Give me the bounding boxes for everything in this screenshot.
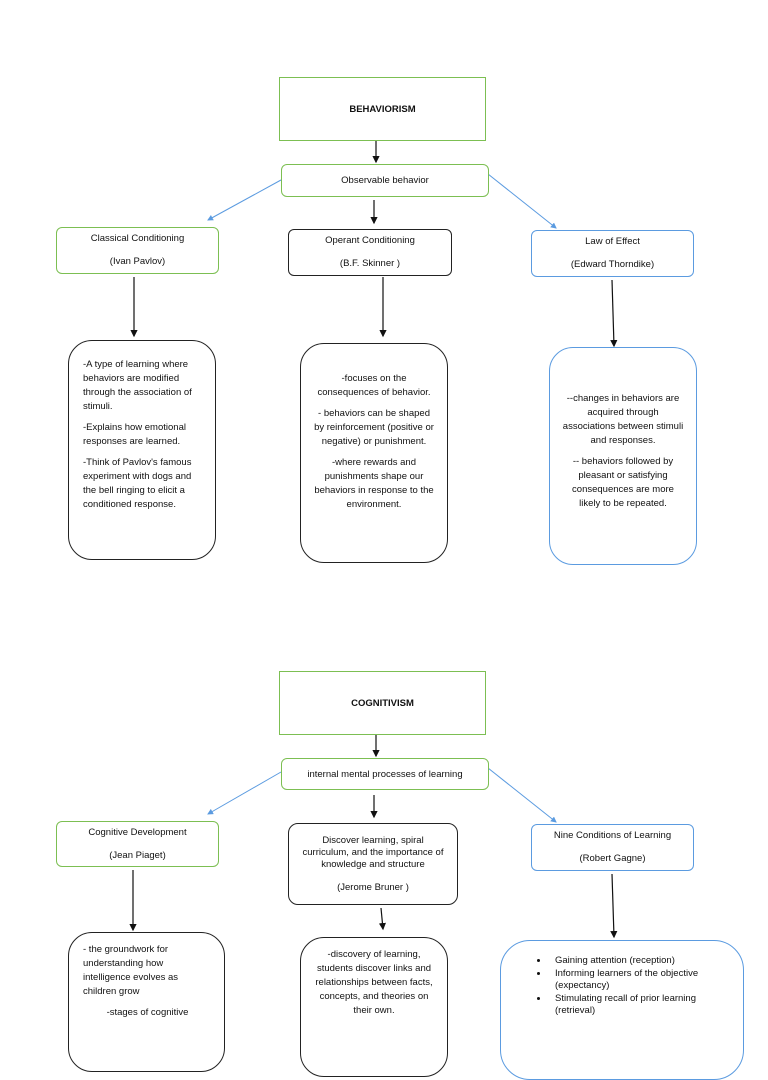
cognitivism-title: COGNITIVISM	[351, 697, 414, 709]
arrow	[378, 907, 387, 931]
point: -- behaviors followed by pleasant or sat…	[572, 456, 674, 509]
law-of-effect-description: --changes in behaviors are acquired thro…	[549, 347, 697, 565]
point: -A type of learning where behaviors are …	[83, 359, 192, 412]
point: -where rewards and punishments shape our…	[314, 457, 434, 510]
arrow	[207, 179, 282, 221]
bruner-box: Discover learning, spiral curriculum, an…	[288, 823, 458, 905]
cognitive-development-box: Cognitive Development (Jean Piaget)	[56, 821, 219, 867]
focus-text: internal mental processes of learning	[307, 768, 463, 780]
list-item: Gaining attention (reception)	[549, 955, 731, 968]
law-of-effect-box: Law of Effect (Edward Thorndike)	[531, 230, 694, 277]
branch-person: (Robert Gagne)	[579, 853, 646, 864]
branch-name: Discover learning, spiral curriculum, an…	[302, 834, 444, 870]
cognitivism-focus-box: internal mental processes of learning	[281, 758, 489, 790]
classical-conditioning-box: Classical Conditioning (Ivan Pavlov)	[56, 227, 219, 274]
branch-person: (Ivan Pavlov)	[109, 256, 166, 267]
arrow	[610, 873, 618, 939]
branch-person: (Jerome Bruner )	[337, 881, 409, 893]
branch-name: Nine Conditions of Learning	[553, 830, 672, 841]
branch-name: Operant Conditioning	[325, 235, 415, 246]
connector-lines	[129, 140, 618, 939]
branch-person: (Edward Thorndike)	[570, 259, 655, 270]
bruner-description: -discovery of learning, students discove…	[300, 937, 448, 1077]
point: -Think of Pavlov's famous experiment wit…	[83, 457, 192, 510]
arrow	[487, 767, 557, 823]
cognitivism-title-box: COGNITIVISM	[279, 671, 486, 735]
arrow	[610, 279, 618, 348]
point: -Explains how emotional responses are le…	[83, 422, 186, 447]
branch-name: Law of Effect	[585, 236, 640, 247]
list-item: Stimulating recall of prior learning (re…	[549, 993, 731, 1018]
cognitive-development-description: - the groundwork for understanding how i…	[68, 932, 225, 1072]
nine-conditions-description: Gaining attention (reception) Informing …	[500, 940, 744, 1080]
branch-person: (B.F. Skinner )	[339, 258, 401, 269]
behaviorism-focus-box: Observable behavior	[281, 164, 489, 197]
arrow	[207, 771, 282, 815]
point: --changes in behaviors are acquired thro…	[562, 393, 684, 446]
list-item: Informing learners of the objective (exp…	[549, 968, 731, 993]
branch-name: Classical Conditioning	[90, 233, 185, 244]
branch-person: (Jean Piaget)	[109, 849, 166, 861]
branch-name: Cognitive Development	[88, 826, 187, 838]
classical-conditioning-description: -A type of learning where behaviors are …	[68, 340, 216, 560]
point: -discovery of learning, students discove…	[315, 949, 433, 1016]
point: -focuses on the consequences of behavior…	[317, 373, 431, 398]
point: -stages of cognitive	[106, 1007, 189, 1018]
focus-text: Observable behavior	[341, 175, 429, 186]
conditions-list: Gaining attention (reception) Informing …	[513, 955, 731, 1018]
operant-conditioning-box: Operant Conditioning (B.F. Skinner )	[288, 229, 452, 276]
operant-conditioning-description: -focuses on the consequences of behavior…	[300, 343, 448, 563]
point: - behaviors can be shaped by reinforceme…	[314, 408, 434, 447]
arrow	[487, 173, 557, 229]
point: - the groundwork for understanding how i…	[83, 944, 179, 997]
behaviorism-title: BEHAVIORISM	[349, 103, 416, 115]
nine-conditions-box: Nine Conditions of Learning (Robert Gagne…	[531, 824, 694, 871]
behaviorism-title-box: BEHAVIORISM	[279, 77, 486, 141]
